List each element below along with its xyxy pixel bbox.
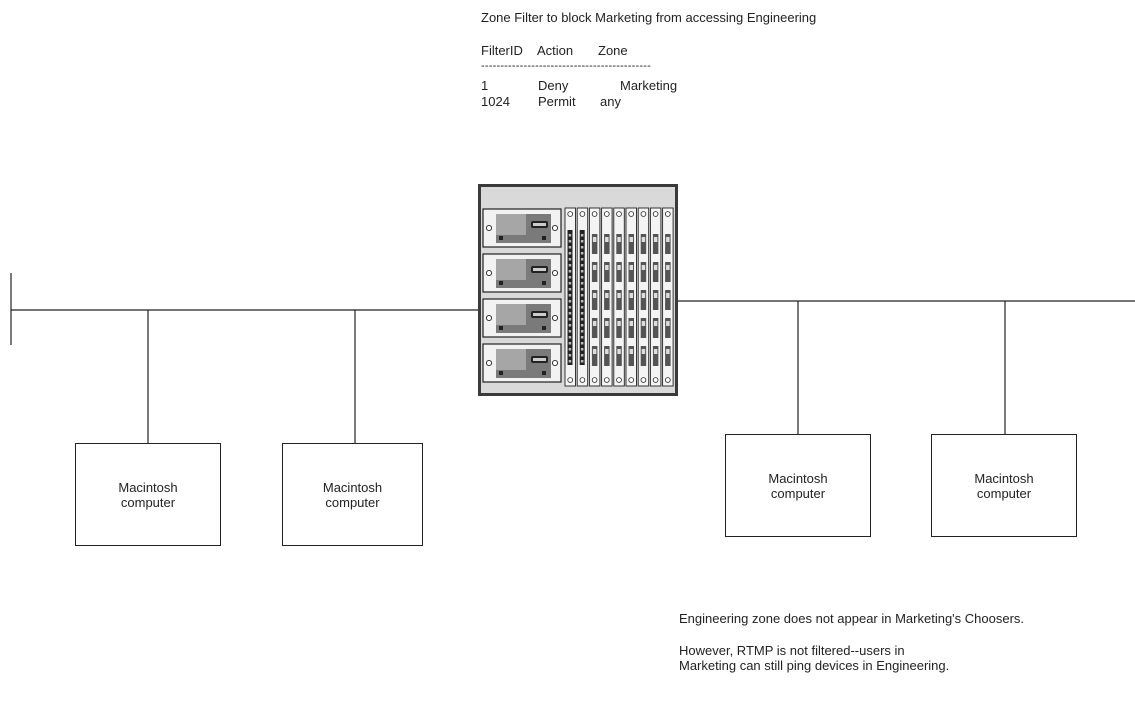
line-card-slot	[637, 207, 650, 387]
row1-action: Deny	[538, 78, 569, 93]
power-supply-module	[482, 253, 562, 293]
line-card-slot	[625, 207, 637, 387]
computer-label-line1: Macintosh	[768, 470, 828, 486]
row1-filterid: 1	[481, 78, 489, 93]
computer-label-line2: computer	[976, 485, 1032, 501]
line-card-slot	[601, 207, 613, 387]
computer-label-line1: Macintosh	[322, 479, 383, 495]
note-rtmp-line2: Marketing can still ping devices in Engi…	[679, 658, 950, 673]
col-header-filterid: FilterID	[481, 43, 523, 58]
col-header-zone: Zone	[598, 43, 628, 58]
power-supply-module	[482, 343, 562, 383]
power-supply-module	[482, 298, 562, 338]
table-separator: ----------------------------------------…	[481, 60, 651, 72]
computer-label-line2: computer	[325, 494, 380, 510]
computer-label-line1: Macintosh	[118, 479, 178, 495]
computer-label-line2: computer	[770, 485, 826, 501]
computer-label-line1: Macintosh	[974, 470, 1034, 486]
line-card-slot	[613, 207, 625, 387]
col-header-action: Action	[537, 43, 574, 58]
note-choosers: Engineering zone does not appear in Mark…	[679, 611, 1025, 626]
line-card-slot	[588, 207, 601, 387]
router-chassis-icon	[478, 184, 678, 396]
row2-action: Permit	[538, 94, 576, 109]
row2-filterid: 1024	[481, 94, 510, 109]
computer-label-line2: computer	[120, 494, 176, 510]
power-supply-module	[482, 208, 562, 248]
row1-zone: Marketing	[620, 78, 678, 93]
line-card-slot	[649, 207, 662, 387]
line-card-slot	[564, 207, 576, 387]
line-card-slot	[576, 207, 589, 387]
note-rtmp-line1: However, RTMP is not filtered--users in	[679, 643, 905, 658]
filter-title: Zone Filter to block Marketing from acce…	[481, 10, 817, 25]
row2-zone: any	[600, 94, 621, 109]
line-card-slot	[662, 207, 674, 387]
